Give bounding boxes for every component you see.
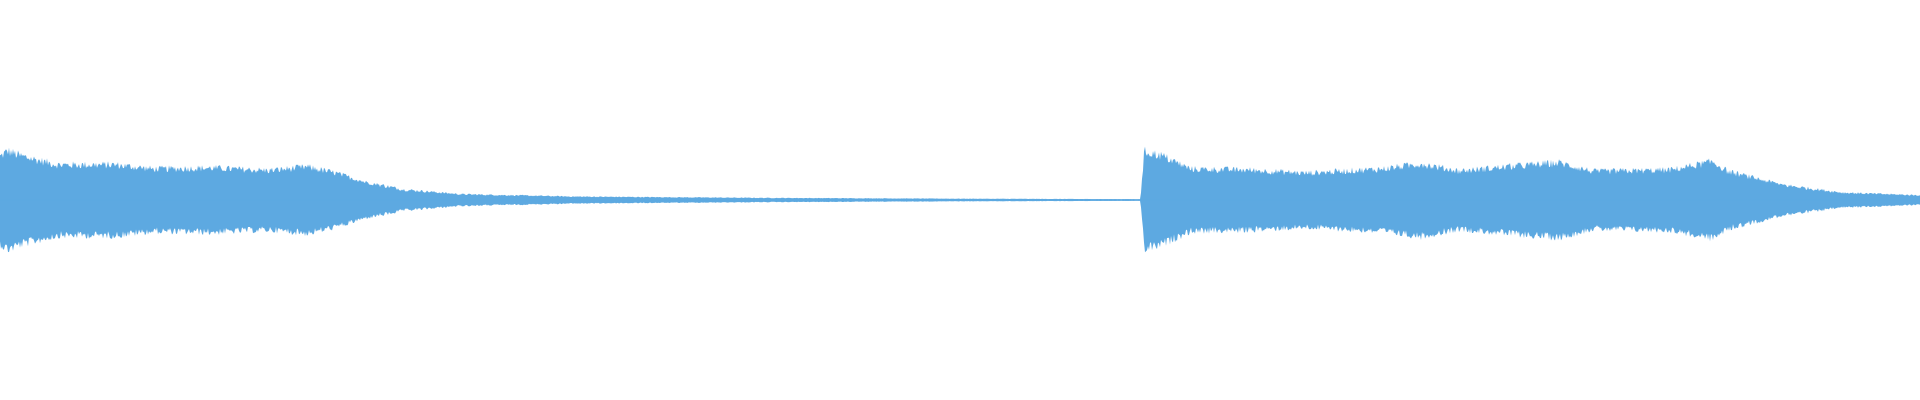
waveform-centerline: [0, 199, 1920, 201]
